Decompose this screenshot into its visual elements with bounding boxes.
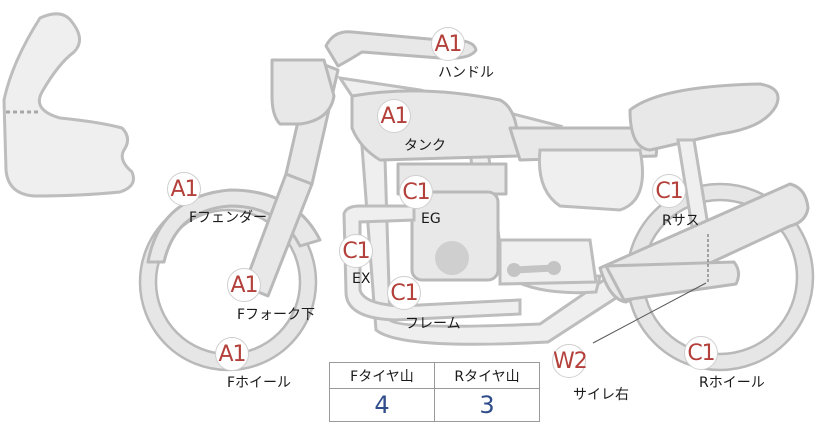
headlight-shape bbox=[270, 58, 336, 126]
grade-badge-front-wheel: A1 bbox=[215, 337, 249, 371]
label-front-fork: Fフォーク下 bbox=[237, 307, 316, 323]
grade-badge-front-fender: A1 bbox=[167, 172, 201, 206]
grade-badge-front-fork: A1 bbox=[227, 268, 261, 302]
grade-badge-rear-wheel: C1 bbox=[684, 336, 718, 370]
cowl-part bbox=[2, 12, 135, 198]
label-engine: EG bbox=[421, 211, 441, 227]
grade-badge-frame: C1 bbox=[387, 276, 421, 310]
label-exhaust: EX bbox=[352, 271, 371, 287]
silencer-leader bbox=[592, 282, 707, 344]
label-handle: ハンドル bbox=[438, 65, 494, 81]
tread-table: Fタイヤ山 Rタイヤ山 4 3 bbox=[329, 362, 540, 422]
grade-badge-rear-suspension: C1 bbox=[652, 174, 686, 208]
label-front-fender: Fフェンダー bbox=[189, 210, 268, 226]
label-front-wheel: Fホイール bbox=[227, 375, 292, 391]
engine-cover bbox=[435, 241, 469, 275]
label-rear-wheel: Rホイール bbox=[699, 375, 765, 391]
tread-value-front: 4 bbox=[329, 388, 435, 422]
label-silencer-right: サイレ右 bbox=[573, 387, 629, 403]
tread-header-rear: Rタイヤ山 bbox=[434, 362, 540, 389]
label-tank: タンク bbox=[404, 138, 446, 154]
engine-cylinder bbox=[410, 190, 500, 282]
grade-badge-engine: C1 bbox=[399, 175, 433, 209]
grade-badge-handle: A1 bbox=[431, 27, 465, 61]
grade-badge-silencer-right: W2 bbox=[552, 344, 588, 378]
tread-header-front: Fタイヤ山 bbox=[329, 362, 435, 389]
tail-shape bbox=[628, 82, 780, 152]
tread-table-value-row: 4 3 bbox=[329, 388, 540, 422]
label-frame: フレーム bbox=[405, 316, 461, 332]
grade-badge-exhaust: C1 bbox=[339, 234, 373, 268]
exhaust-pipe bbox=[342, 204, 522, 322]
label-rear-suspension: Rサス bbox=[662, 213, 700, 229]
tread-value-rear: 3 bbox=[434, 388, 540, 422]
tread-table-header-row: Fタイヤ山 Rタイヤ山 bbox=[329, 362, 540, 389]
grade-badge-tank: A1 bbox=[377, 99, 411, 133]
